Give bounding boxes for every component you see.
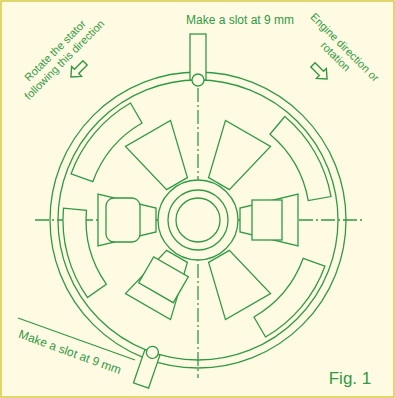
coil <box>139 257 189 303</box>
slot-note: Make a slot at 9 mm <box>186 13 294 27</box>
direction-arrow <box>308 60 332 84</box>
coil <box>252 200 282 240</box>
pole <box>240 194 298 246</box>
magnet <box>266 112 338 207</box>
hub-bore <box>176 198 220 242</box>
magnet-pieces <box>56 98 338 342</box>
hub-inner <box>168 190 228 250</box>
coil <box>106 198 140 242</box>
slot-top <box>190 34 206 86</box>
stator-outer-ring <box>50 72 346 368</box>
hub <box>158 180 238 260</box>
slot <box>190 34 206 80</box>
pole <box>98 194 156 246</box>
text-holder: Fig. 1 <box>329 369 372 388</box>
slot-bottom <box>133 344 161 388</box>
stator-poles <box>98 120 298 319</box>
stator-inner-ring <box>58 80 338 360</box>
slot-hole <box>192 74 204 86</box>
slot-hole <box>145 345 160 360</box>
text-holder: Make a slot at 9 mm <box>186 13 294 27</box>
figure-caption: Fig. 1 <box>329 369 372 388</box>
